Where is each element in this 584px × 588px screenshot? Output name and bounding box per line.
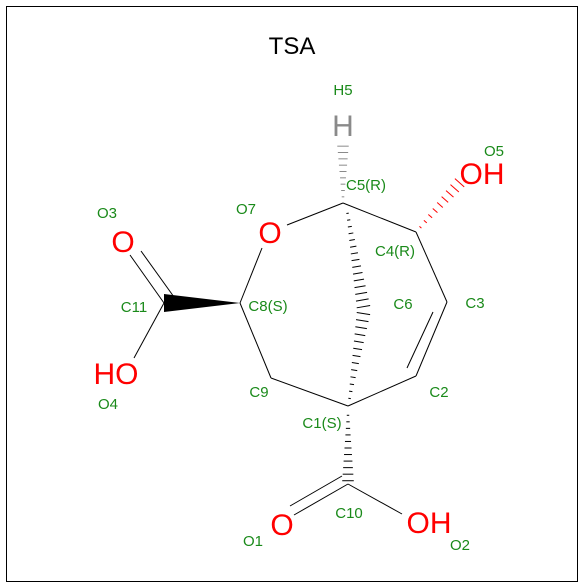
hash-bond-c5-c6: [346, 212, 371, 309]
hash-bond-c5-h5: [337, 145, 349, 198]
bond-c11-o3: [129, 254, 165, 304]
bond-c8-o7-black: [239, 247, 263, 304]
bond-c11-o3-double: [140, 250, 175, 298]
label-o1: O1: [243, 533, 263, 550]
wedge-bond-c8-c11: [164, 294, 240, 312]
bond-c11-o4: [133, 302, 165, 359]
atom-o1-symbol: O: [270, 509, 293, 542]
label-o3: O3: [97, 205, 117, 222]
bond-c10-o2: [347, 483, 403, 515]
label-c10: C10: [335, 505, 363, 522]
label-o2: O2: [450, 537, 470, 554]
atom-o4-symbol: HO: [94, 358, 139, 391]
bond-c5-c4: [342, 202, 417, 233]
label-h5: H5: [333, 82, 352, 99]
atom-o5-symbol: OH: [460, 158, 505, 191]
label-c11: C11: [121, 299, 147, 316]
hash-bond-c6-c1: [348, 311, 371, 400]
bond-c2-c1: [347, 375, 417, 407]
hash-bond-c1-c10: [342, 414, 354, 482]
label-c8: C8(S): [248, 298, 287, 315]
atom-o2-symbol: OH: [407, 507, 452, 540]
bond-c10-o1-double: [289, 475, 343, 507]
atom-o3-symbol: O: [111, 226, 134, 259]
label-o7: O7: [236, 201, 256, 218]
bond-o7-c5: [286, 202, 344, 226]
diagram-frame: [6, 6, 578, 582]
label-c9: C9: [249, 384, 268, 401]
atom-o7-symbol: O: [258, 217, 281, 250]
bond-c3-c2: [415, 301, 448, 377]
diagram-title: TSA: [269, 33, 316, 60]
label-c4: C4(R): [375, 243, 415, 260]
label-c2: C2: [429, 384, 448, 401]
label-c6: C6: [393, 296, 412, 313]
bond-c10-o1: [293, 483, 349, 516]
bond-c1-c9: [270, 377, 349, 407]
label-o5: O5: [484, 143, 504, 160]
atom-h5-symbol: H: [332, 110, 354, 143]
label-c3: C3: [465, 295, 484, 312]
label-c5: C5(R): [346, 177, 386, 194]
bond-c3-c2-double: [406, 311, 434, 369]
bond-c9-c8: [239, 302, 272, 379]
label-c1: C1(S): [302, 415, 341, 432]
hash-bond-c4-o5: [419, 178, 465, 229]
bond-c4-c3: [415, 231, 448, 303]
label-o4: O4: [98, 396, 118, 413]
